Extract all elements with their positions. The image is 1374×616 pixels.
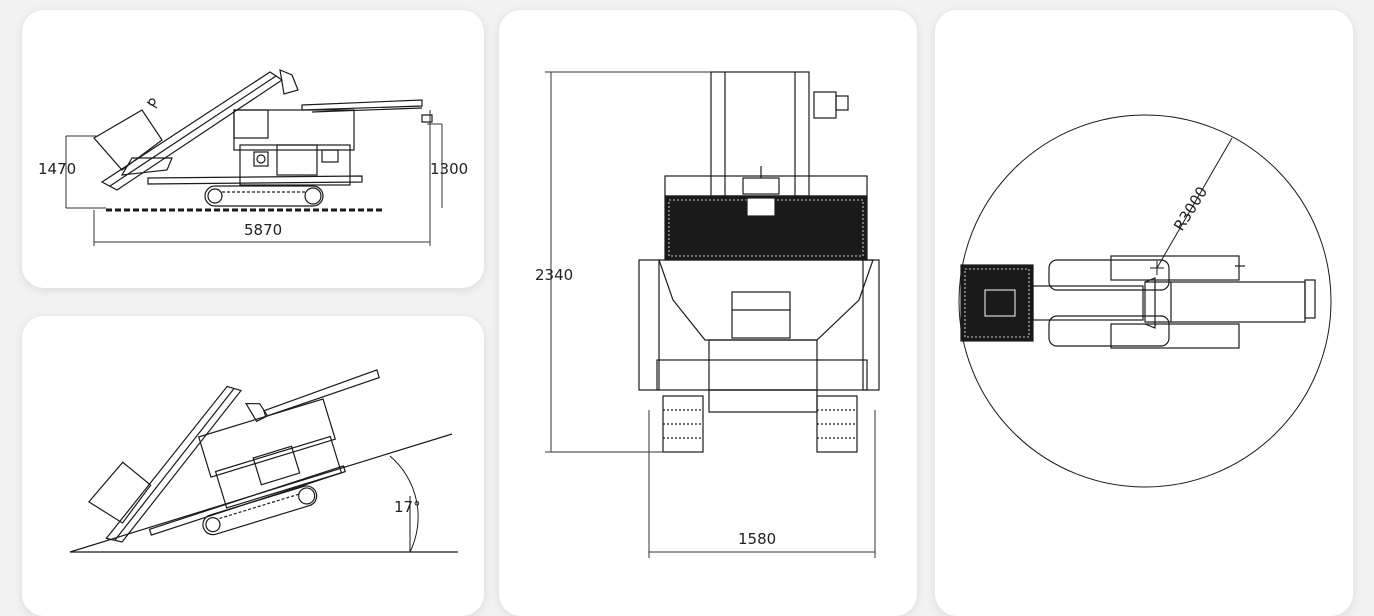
- machine-tilted: [87, 369, 380, 543]
- front-tracks: [662, 395, 858, 453]
- angle-arc: [389, 455, 419, 553]
- dim-front-height: 2340: [535, 266, 573, 284]
- top-screen-mesh: [960, 264, 1034, 342]
- hopper-arm: [279, 69, 299, 95]
- turning-circle: [958, 114, 1332, 488]
- radius-line: [1156, 137, 1233, 269]
- machine-body: [233, 99, 433, 186]
- slope-view-panel: 17°: [22, 316, 484, 616]
- top-view-panel: R3000: [935, 10, 1353, 616]
- chassis-beam: [147, 175, 363, 185]
- front-view-drawing: [545, 71, 880, 558]
- side-view-panel: 1470 1300 5870: [22, 10, 484, 288]
- front-view-panel: 2340 1580: [499, 10, 917, 616]
- dim-height-right: 1300: [430, 160, 468, 178]
- dim-height-left: 1470: [38, 160, 76, 178]
- hopper-window: [731, 291, 791, 339]
- top-conveyor: [1032, 285, 1144, 321]
- crawler-track: [204, 185, 324, 207]
- conveyor-belt: [93, 71, 284, 191]
- dim-length: 5870: [244, 221, 282, 239]
- side-view-drawing: [65, 69, 443, 246]
- dim-front-width: 1580: [738, 530, 776, 548]
- slope-view-drawing: [69, 369, 458, 553]
- dim-turning-radius: R3000: [1170, 183, 1211, 234]
- top-view-drawing: [958, 114, 1332, 488]
- dim-slope-angle: 17°: [394, 498, 421, 516]
